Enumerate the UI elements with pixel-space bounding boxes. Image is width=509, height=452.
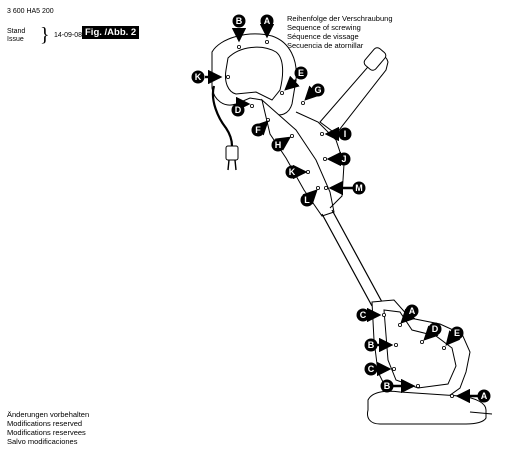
screw-point [289, 133, 294, 138]
callout-B-top: B [232, 14, 246, 28]
callout-label: E [298, 68, 304, 78]
issue-label: Issue [7, 36, 24, 43]
screw-point [249, 104, 254, 109]
callout-label: G [314, 85, 321, 95]
callout-label: M [355, 183, 363, 193]
shaft-right [331, 209, 383, 303]
callout-label: D [235, 105, 242, 115]
document-number: 3 600 HA5 200 [7, 8, 54, 15]
arrow-E-head [445, 330, 461, 346]
screw-point [323, 185, 328, 190]
screw-point [391, 366, 396, 371]
callout-K-handle: K [191, 70, 205, 84]
power-cord [211, 85, 234, 147]
callout-label: D [432, 324, 439, 334]
screw-point [449, 393, 454, 398]
callout-D-upper: D [231, 103, 245, 117]
legend-line-es: Secuencia de atornillar [287, 41, 364, 50]
callout-E-head: E [450, 326, 464, 340]
screw-point [300, 101, 305, 106]
screw-point [319, 131, 324, 136]
callout-H: H [271, 138, 285, 152]
callout-L: L [300, 193, 314, 207]
callout-label: J [341, 154, 346, 164]
footer-line-fr: Modifications reservees [7, 428, 86, 437]
arrow-L [302, 189, 318, 205]
callout-A-top: A [260, 14, 274, 28]
screw-point [419, 339, 424, 344]
legend-line-en: Sequence of screwing [287, 23, 361, 32]
trimmer-outline [211, 33, 493, 425]
callout-label: A [481, 391, 488, 401]
callout-badges: B A K E G D F I H J K M L C A D E B C B … [191, 14, 491, 403]
arrow-D-head [423, 325, 439, 341]
arrow-H [275, 136, 291, 151]
screw-point [322, 156, 327, 161]
callout-label: B [236, 16, 243, 26]
legend-line-fr: Séquence de vissage [287, 32, 359, 41]
callout-arrows [205, 24, 478, 404]
callout-E-upper: E [294, 66, 308, 80]
handle-inner [225, 46, 284, 101]
callout-A-head-low: A [477, 389, 491, 403]
callout-label: K [195, 72, 202, 82]
legend-line-de: Reihenfolge der Verschraubung [287, 14, 393, 23]
callout-M: M [352, 181, 366, 195]
screw-point [305, 169, 310, 174]
shaft-left [321, 213, 373, 307]
callout-C-head-top: C [356, 308, 370, 322]
arrow-F [253, 120, 269, 136]
callout-J: J [337, 152, 351, 166]
figure-label: Fig. /Abb. 2 [82, 26, 140, 39]
callout-I: I [338, 127, 352, 141]
arrow-A-head-upper [400, 308, 416, 324]
footer-line-en: Modifications reserved [7, 419, 83, 428]
callout-label: A [409, 306, 416, 316]
callout-F: F [251, 123, 265, 137]
callout-label: L [304, 195, 310, 205]
upper-housing [261, 98, 335, 217]
stand-label: Stand [7, 28, 26, 35]
motor-head-detail [383, 309, 457, 389]
callout-label: H [275, 140, 282, 150]
screw-point [381, 312, 386, 317]
callout-label: B [368, 340, 375, 350]
arrow-E-upper [284, 75, 300, 91]
handle-loop [211, 33, 297, 116]
brace-symbol: } [40, 24, 50, 46]
screw-point [315, 185, 320, 190]
callout-label: C [368, 364, 375, 374]
screw-point [393, 342, 398, 347]
callout-label: B [384, 381, 391, 391]
auxiliary-handle [319, 55, 389, 135]
screw-points [225, 40, 454, 398]
callout-B-head-mid: B [364, 338, 378, 352]
screw-point [441, 345, 446, 350]
callout-label: C [360, 310, 367, 320]
screw-point [415, 383, 420, 388]
screw-point [265, 118, 270, 123]
callout-K-shaft: K [285, 165, 299, 179]
callout-G: G [311, 83, 325, 97]
screw-point [264, 40, 269, 45]
callout-A-head-upper: A [405, 304, 419, 318]
screw-point [236, 45, 241, 50]
plug-body [225, 145, 239, 161]
callout-C-head-mid: C [364, 362, 378, 376]
issue-date: 14-09-08 [54, 32, 83, 39]
arrow-G [304, 85, 320, 101]
screw-point [225, 75, 230, 80]
screw-point [397, 322, 402, 327]
callout-B-head-low: B [380, 379, 394, 393]
footer-line-de: Änderungen vorbehalten [7, 410, 90, 419]
screw-point [279, 91, 284, 96]
callout-label: K [289, 167, 296, 177]
callout-label: I [344, 129, 347, 139]
callout-label: E [454, 328, 460, 338]
footer-line-es: Salvo modificaciones [7, 437, 78, 446]
callout-D-head: D [428, 322, 442, 336]
callout-label: A [264, 16, 271, 26]
callout-label: F [255, 125, 261, 135]
